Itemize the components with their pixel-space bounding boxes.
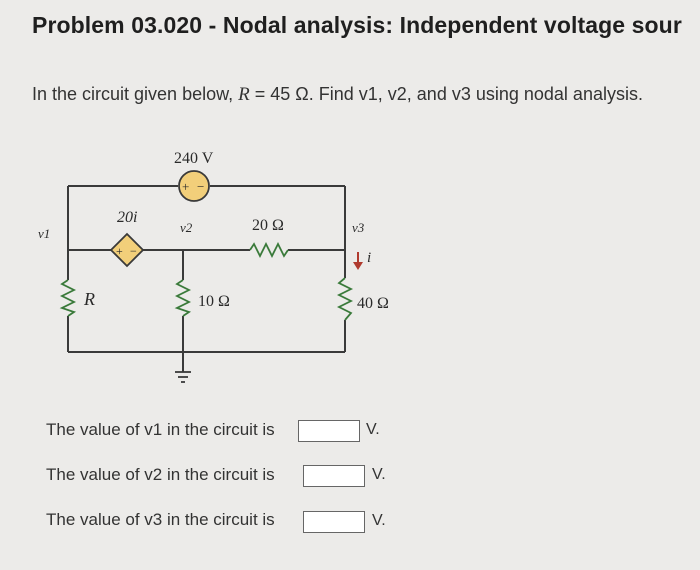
label-20ohm: 20 Ω [252,217,284,234]
resistor-40 [336,277,354,321]
answer-label-v1: The value of v1 in the circuit is [46,420,275,439]
label-10ohm: 10 Ω [198,293,230,310]
answer-unit-v1: V. [366,421,380,438]
label-20i: 20i [117,209,137,226]
source-minus: − [197,179,204,194]
problem-title: Problem 03.020 - Nodal analysis: Indepen… [32,12,682,38]
source-plus: + [182,179,189,194]
problem-statement: In the circuit given below, R = 45 Ω. Fi… [32,84,643,106]
sep: , and [406,84,452,104]
node-v2: v2 [180,220,193,235]
label-40ohm: 40 Ω [357,295,389,312]
r-symbol: R [238,84,250,105]
var-v3: v3 [451,84,471,104]
var-v1: v1 [358,84,378,104]
question-suffix: using nodal analysis. [470,84,643,104]
var-v2: v2 [387,84,407,104]
label-i: i [367,250,371,266]
answer-input-v3[interactable] [303,511,365,533]
node-v1: v1 [38,226,50,241]
dep-minus: − [130,244,137,258]
resistor-10 [174,279,192,317]
question-prefix: In the circuit given below, [32,84,239,104]
label-r: R [83,289,95,309]
circuit-diagram: + − 240 V + − 20i R 10 Ω 20 Ω 40 Ω i v1 … [38,150,389,383]
voltage-source-240 [178,170,210,202]
answer-unit-v3: V. [372,512,386,529]
answer-unit-v2: V. [372,466,386,483]
answer-input-v1[interactable] [298,420,360,442]
dep-plus: + [116,244,123,258]
answer-label-v2: The value of v2 in the circuit is [46,465,275,484]
resistor-r [59,279,77,317]
ground-icon [175,371,191,383]
answer-label-v3: The value of v3 in the circuit is [46,510,275,529]
current-arrow-icon [353,262,363,270]
node-v3: v3 [352,220,365,235]
sep: , [377,84,388,104]
resistor-20 [249,241,289,259]
label-240v: 240 V [174,150,214,167]
answer-input-v2[interactable] [303,465,365,487]
dependent-source [109,232,145,268]
r-value: = 45 Ω. Find [249,84,359,104]
